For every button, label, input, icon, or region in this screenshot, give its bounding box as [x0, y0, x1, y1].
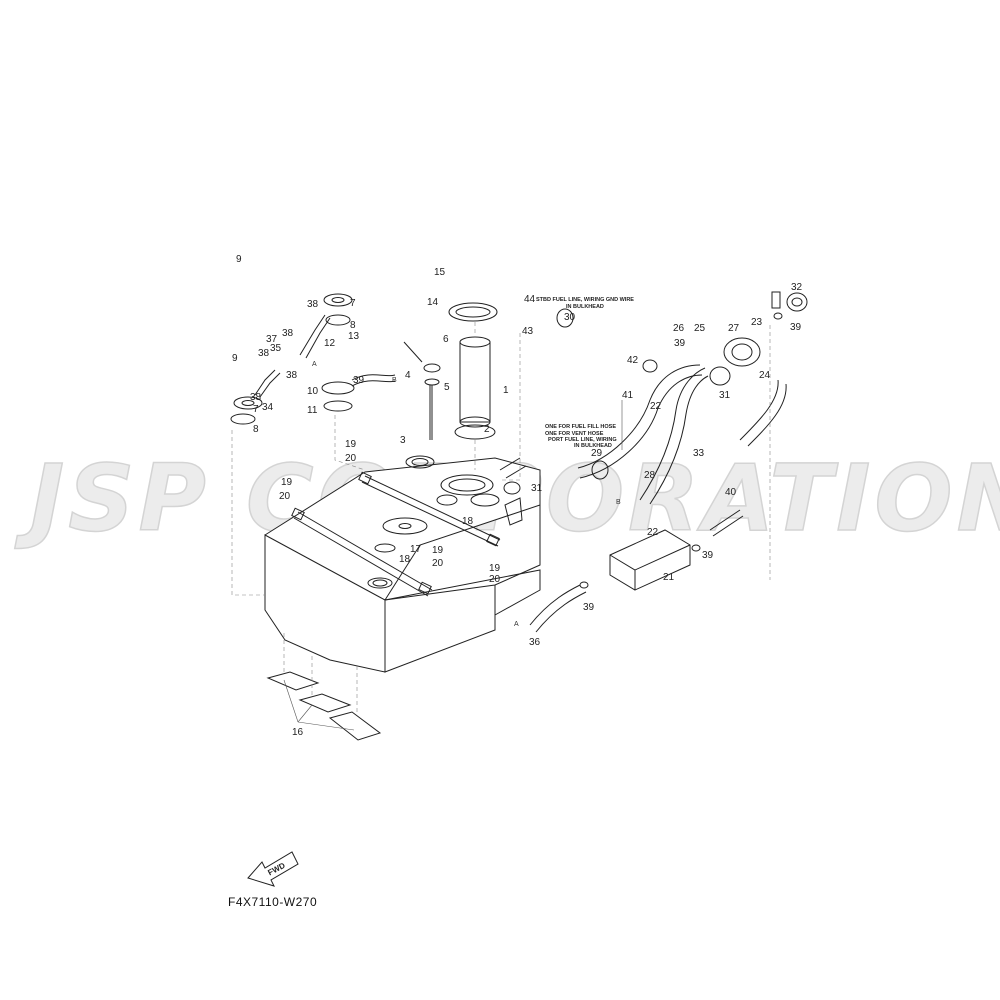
- fuel-tank: [264, 455, 541, 673]
- part-label-38: 38: [307, 299, 319, 310]
- part-label-39: 39: [353, 375, 365, 386]
- part-label-19: 19: [281, 477, 293, 488]
- part-label-10: 10: [307, 386, 319, 397]
- clamps-and-seals: [503, 308, 783, 589]
- part-label-16: 16: [292, 727, 304, 738]
- note-port-line-1: ONE FOR FUEL FILL HOSE: [545, 424, 616, 430]
- part-label-36: 36: [529, 637, 541, 648]
- part-label-39: 39: [674, 338, 686, 349]
- part-label-3: 3: [400, 435, 406, 446]
- part-label-40: 40: [725, 487, 737, 498]
- part-label-30: 30: [564, 312, 576, 323]
- part-label-19: 19: [489, 563, 501, 574]
- part-label-23: 23: [751, 317, 763, 328]
- part-label-34: 34: [262, 402, 274, 413]
- part-label-13: 13: [348, 331, 360, 342]
- part-label-21: 21: [663, 572, 675, 583]
- fwd-arrow: FWD: [247, 851, 299, 887]
- part-label-17: 17: [410, 544, 422, 555]
- part-label-12: 12: [324, 338, 336, 349]
- part-label-35: 35: [270, 343, 282, 354]
- part-label-8: 8: [253, 424, 259, 435]
- part-label-38: 38: [282, 328, 294, 339]
- part-label-24: 24: [759, 370, 771, 381]
- note-stbd-line-1: STBD FUEL LINE, WIRING GND WIRE: [536, 297, 634, 303]
- part-label-38: 38: [250, 392, 262, 403]
- part-label-20: 20: [345, 453, 357, 464]
- part-label-41: 41: [622, 390, 634, 401]
- charcoal-canister: [609, 529, 691, 591]
- part-label-29: 29: [591, 448, 603, 459]
- part-label-43: 43: [522, 326, 534, 337]
- vent-fittings-left: [230, 293, 396, 596]
- part-label-25: 25: [694, 323, 706, 334]
- part-label-39: 39: [790, 322, 802, 333]
- part-label-18: 18: [399, 554, 411, 565]
- ref-b-label-2: B: [616, 499, 621, 506]
- ref-b-label: B: [392, 377, 397, 384]
- part-label-2: 2: [484, 424, 490, 435]
- part-label-19: 19: [432, 545, 444, 556]
- diagram-code: F4X7110-W270: [228, 895, 317, 909]
- part-label-20: 20: [432, 558, 444, 569]
- fuel-sender: [403, 341, 441, 440]
- part-label-7: 7: [350, 298, 356, 309]
- ref-a-label-2: A: [514, 621, 519, 628]
- filler-neck: [709, 291, 808, 386]
- ref-a-label: A: [312, 361, 317, 368]
- part-label-31: 31: [719, 390, 731, 401]
- part-labels: 1234567878991011121314151617181819201920…: [232, 254, 803, 738]
- fuel-pump-assembly: [448, 302, 498, 470]
- part-label-31: 31: [531, 483, 543, 494]
- fuel-hoses: [499, 364, 787, 633]
- note-stbd: STBD FUEL LINE, WIRING GND WIRE IN BULKH…: [536, 297, 634, 310]
- part-label-1: 1: [503, 385, 509, 396]
- note-port-line-3: PORT FUEL LINE, WIRING: [548, 437, 617, 443]
- part-label-18: 18: [462, 516, 474, 527]
- tank-mats: [266, 632, 382, 741]
- part-label-19: 19: [345, 439, 357, 450]
- part-label-22: 22: [647, 527, 659, 538]
- part-label-22: 22: [650, 401, 662, 412]
- part-label-5: 5: [444, 382, 450, 393]
- part-label-44: 44: [524, 294, 536, 305]
- part-label-38: 38: [258, 348, 270, 359]
- note-port-line-4: IN BULKHEAD: [574, 443, 612, 449]
- part-label-38: 38: [286, 370, 298, 381]
- part-label-26: 26: [673, 323, 685, 334]
- part-label-37: 37: [266, 334, 278, 345]
- tank-straps: [291, 471, 501, 597]
- part-label-7: 7: [253, 404, 259, 415]
- part-label-20: 20: [279, 491, 291, 502]
- part-label-6: 6: [443, 334, 449, 345]
- part-label-15: 15: [434, 267, 446, 278]
- part-label-27: 27: [728, 323, 740, 334]
- part-label-14: 14: [427, 297, 439, 308]
- part-label-42: 42: [627, 355, 639, 366]
- note-port-line-2: ONE FOR VENT HOSE: [545, 431, 604, 437]
- leader-dashed: [500, 333, 521, 481]
- part-label-9: 9: [232, 353, 238, 364]
- part-label-11: 11: [307, 405, 318, 416]
- part-label-4: 4: [405, 370, 411, 381]
- part-label-20: 20: [489, 574, 501, 585]
- note-port: ONE FOR FUEL FILL HOSE ONE FOR VENT HOSE…: [545, 424, 617, 449]
- part-label-39: 39: [583, 602, 595, 613]
- part-label-39: 39: [702, 550, 714, 561]
- part-label-8: 8: [350, 320, 356, 331]
- part-label-32: 32: [791, 282, 803, 293]
- part-label-28: 28: [644, 470, 656, 481]
- note-stbd-line-2: IN BULKHEAD: [566, 304, 604, 310]
- part-label-33: 33: [693, 448, 705, 459]
- part-label-9: 9: [236, 254, 242, 265]
